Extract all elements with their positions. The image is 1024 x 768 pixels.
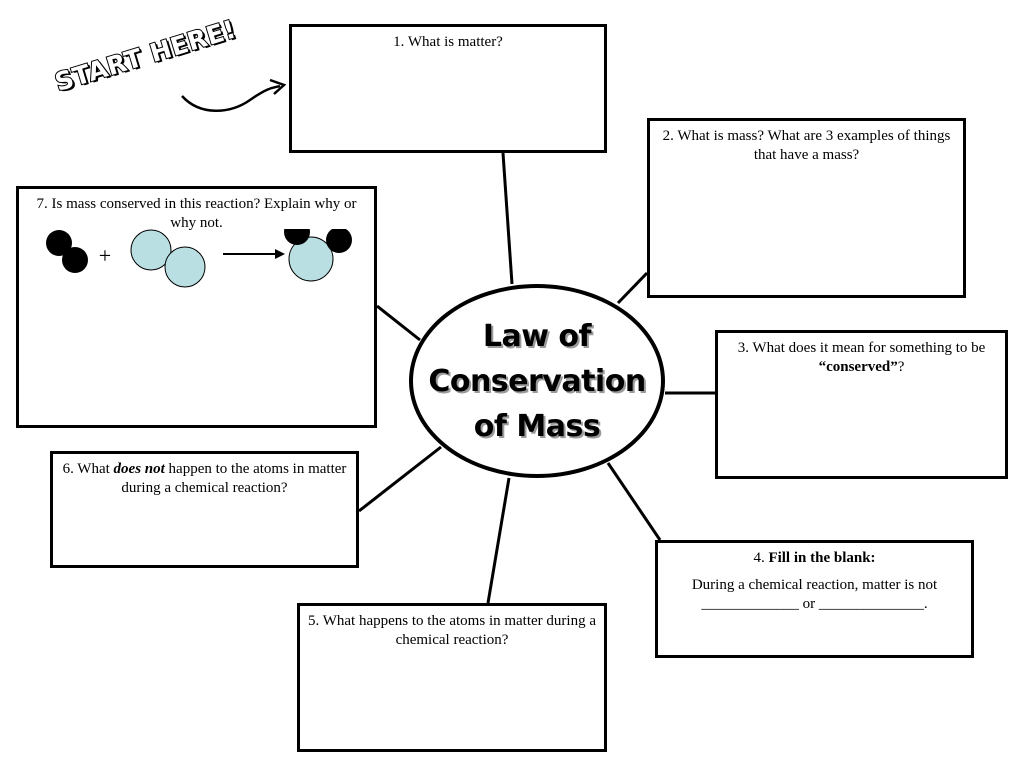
central-topic-title: Law of Conservation of Mass bbox=[428, 314, 646, 449]
connector-q7 bbox=[376, 304, 421, 342]
question-3-emphasis: “conserved” bbox=[818, 359, 898, 375]
connector-q6 bbox=[358, 445, 442, 513]
question-6-post: happen to the atoms in matter during a c… bbox=[121, 461, 347, 496]
connector-q5 bbox=[486, 477, 511, 604]
connector-q2 bbox=[616, 271, 649, 305]
question-3-pre: 3. What does it mean for something to be bbox=[737, 340, 986, 356]
reactant-light-atom-1 bbox=[130, 229, 172, 271]
question-4-line-1: During a chemical reaction, matter is no… bbox=[691, 577, 938, 593]
central-title-line-1: Law of bbox=[482, 318, 592, 354]
question-box-5[interactable]: 5. What happens to the atoms in matter d… bbox=[297, 603, 607, 752]
question-3-post: ? bbox=[897, 359, 905, 375]
reaction-arrow-head bbox=[275, 249, 285, 259]
question-1-text: 1. What is matter? bbox=[393, 34, 503, 50]
product-dark-atom-2 bbox=[326, 229, 352, 253]
reactant-dark-atom-1 bbox=[46, 230, 72, 256]
reaction-diagram: + bbox=[46, 229, 352, 288]
central-title-line-2: Conservation bbox=[428, 363, 646, 399]
question-box-4[interactable]: 4. Fill in the blank: During a chemical … bbox=[655, 540, 974, 658]
question-box-1[interactable]: 1. What is matter? bbox=[289, 24, 607, 153]
reactant-light-atom-2 bbox=[164, 246, 206, 288]
question-4-title: 4. Fill in the blank: bbox=[666, 549, 963, 568]
question-box-6[interactable]: 6. What does not happen to the atoms in … bbox=[50, 451, 359, 568]
question-6-pre: 6. What bbox=[62, 461, 114, 477]
connector-q1 bbox=[501, 152, 514, 285]
plus-sign: + bbox=[99, 243, 111, 268]
question-5-text: 5. What happens to the atoms in matter d… bbox=[308, 613, 596, 648]
product-light-atom bbox=[288, 236, 334, 282]
central-topic-ellipse: Law of Conservation of Mass bbox=[409, 284, 665, 478]
question-box-3[interactable]: 3. What does it mean for something to be… bbox=[715, 330, 1008, 479]
central-title-line-3: of Mass bbox=[473, 408, 601, 444]
question-2-text: 2. What is mass? What are 3 examples of … bbox=[662, 128, 951, 163]
question-box-7[interactable]: 7. Is mass conserved in this reaction? E… bbox=[16, 186, 377, 428]
question-box-2[interactable]: 2. What is mass? What are 3 examples of … bbox=[647, 118, 966, 298]
question-6-emphasis: does not bbox=[113, 461, 165, 477]
question-7-text: 7. Is mass conserved in this reaction? E… bbox=[36, 196, 357, 231]
question-4-number: 4. bbox=[753, 550, 769, 566]
product-dark-atom-1 bbox=[284, 229, 310, 245]
connector-q4 bbox=[606, 462, 662, 541]
question-4-text: During a chemical reaction, matter is no… bbox=[666, 576, 963, 614]
question-6-text: 6. What does not happen to the atoms in … bbox=[61, 460, 348, 498]
question-4-bold-title: Fill in the blank: bbox=[768, 550, 876, 566]
curved-arrow-icon bbox=[181, 78, 287, 112]
question-3-text: 3. What does it mean for something to be… bbox=[726, 339, 997, 377]
reactant-dark-atom-2 bbox=[62, 247, 88, 273]
question-4-blanks: _____________ or ______________. bbox=[701, 596, 928, 612]
